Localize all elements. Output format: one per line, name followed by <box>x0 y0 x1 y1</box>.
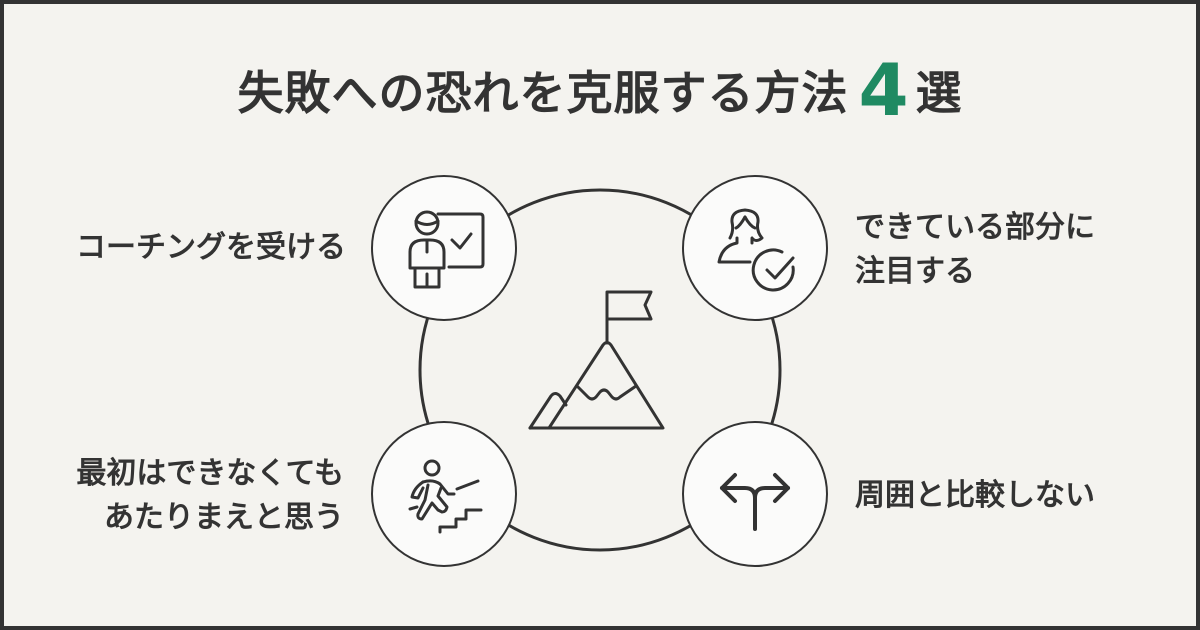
node-no-comparison <box>682 421 828 567</box>
title-suffix: 選 <box>915 66 963 120</box>
coach-whiteboard-icon <box>408 210 485 289</box>
mountain-flag-icon <box>528 290 665 430</box>
label-accept-failure: 最初はできなくても あたりまえと思う <box>76 456 344 535</box>
label-no-comparison: 周囲と比較しない <box>855 478 1095 513</box>
center-ring <box>418 188 782 552</box>
label-coaching: コーチングを受ける <box>76 230 346 265</box>
node-accept-failure <box>371 421 517 567</box>
infographic-frame <box>4 4 1196 626</box>
split-arrows-icon <box>720 473 790 531</box>
title-number: 4 <box>858 48 910 132</box>
user-check-icon <box>717 208 795 292</box>
title-text: 失敗への恐れを克服する方法 <box>237 66 849 120</box>
node-coaching <box>371 175 517 321</box>
climbing-stairs-icon <box>408 459 483 534</box>
label-focus-strengths: できている部分に 注目する <box>855 210 1095 289</box>
node-focus-strengths <box>682 175 828 321</box>
